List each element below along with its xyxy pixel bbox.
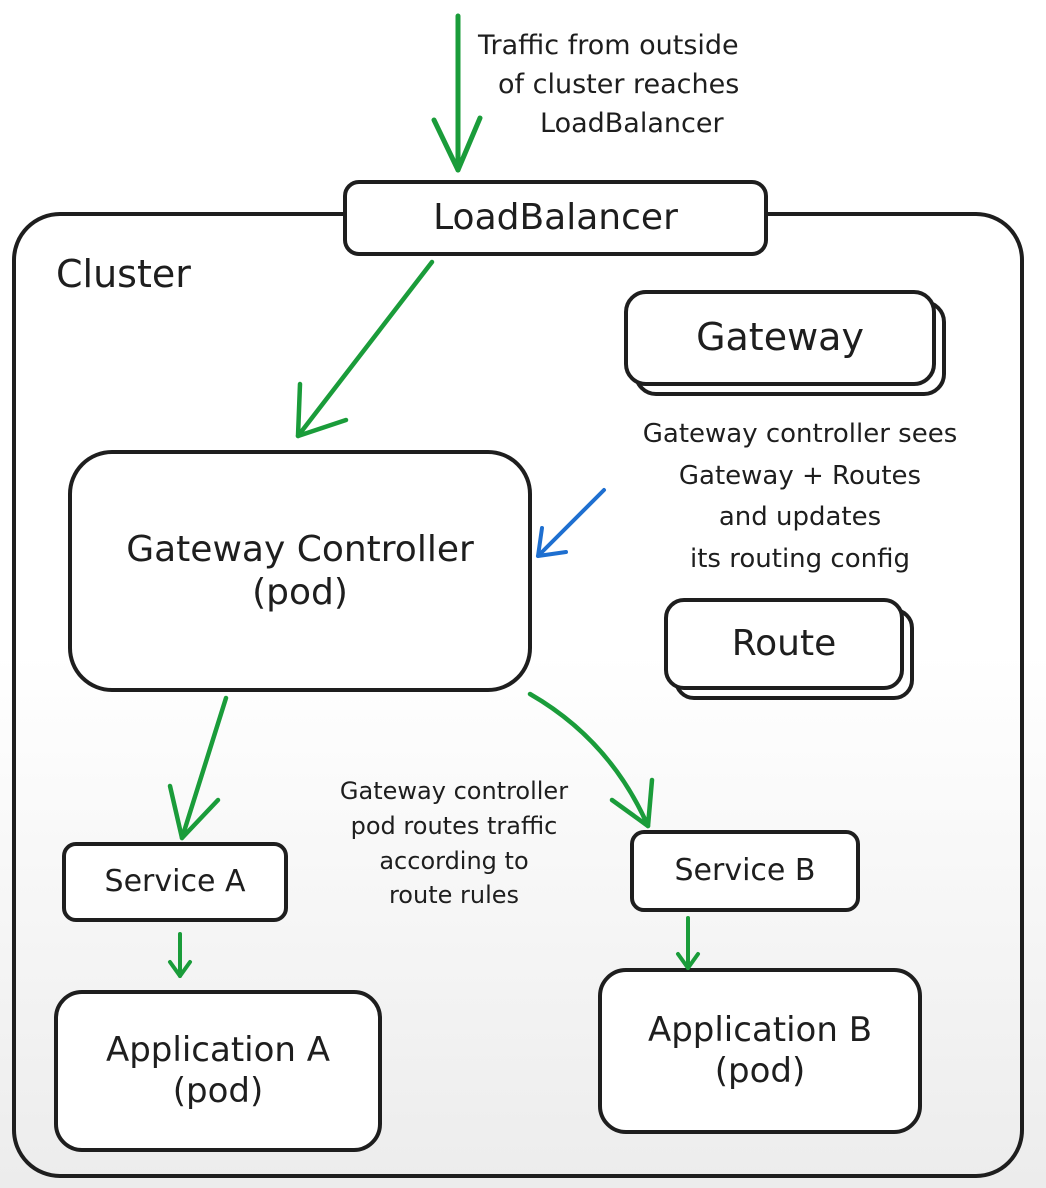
arrow-loadbalancer-to-controller [295,259,435,439]
gateway-box: Gateway [624,290,936,386]
application-a-subtitle: (pod) [172,1071,264,1111]
load-balancer-box: LoadBalancer [343,180,768,256]
arrow-head [168,960,192,978]
arrow-head [536,526,568,558]
arrow-service-b-to-app-b [676,916,700,970]
controller-note-line: Gateway controller sees [642,419,958,449]
routing-note-line: according to [379,846,529,875]
route-box: Route [664,598,904,690]
gateway-controller-title: Gateway Controller [126,528,474,570]
arrow-config-to-controller [536,488,606,558]
routing-note: Gateway controller pod routes traffic ac… [296,774,612,913]
gateway-controller-subtitle: (pod) [252,572,348,613]
service-b-label: Service B [674,853,816,888]
route-label: Route [731,623,837,665]
routing-note-line: route rules [388,881,520,910]
arrow-shaft [536,488,606,558]
cluster-label: Cluster [56,252,191,296]
application-b-title: Application B [647,1010,873,1051]
arrow-controller-to-service-b [527,691,655,829]
controller-note-line: its routing config [690,543,910,574]
arrow-head [431,115,483,173]
gateway-label: Gateway [696,315,864,360]
outside-note-line: of cluster reaches [498,69,740,101]
controller-note: Gateway controller sees Gateway + Routes… [590,414,1010,580]
service-b-box: Service B [630,830,860,912]
arrow-head [609,777,655,829]
application-a-title: Application A [105,1030,331,1071]
gateway-controller-box: Gateway Controller (pod) [68,450,532,692]
load-balancer-label: LoadBalancer [433,197,678,239]
outside-note-line: Traffic from outside [478,30,739,61]
arrow-shaft [527,691,651,829]
arrow-shaft [295,259,435,439]
arrow-head [676,952,700,970]
arrow-service-a-to-app-a [168,932,192,978]
arrow-controller-to-service-a [167,695,229,841]
outside-note-line: LoadBalancer [540,108,724,140]
routing-note-line: Gateway controller [339,777,569,805]
controller-note-line: Gateway + Routes [678,460,922,491]
service-a-box: Service A [62,842,288,922]
arrow-head [295,381,349,439]
outside-traffic-note: Traffic from outside of cluster reaches … [478,26,739,143]
arrow-shaft [179,695,229,841]
application-b-box: Application B (pod) [598,968,922,1134]
application-b-subtitle: (pod) [714,1051,806,1091]
routing-note-line: pod routes traffic [350,811,558,840]
service-a-label: Service A [104,864,246,899]
arrow-head [167,783,221,841]
arrow-outside-to-loadbalancer [431,13,483,173]
controller-note-line: and updates [718,502,882,533]
application-a-box: Application A (pod) [54,990,382,1152]
